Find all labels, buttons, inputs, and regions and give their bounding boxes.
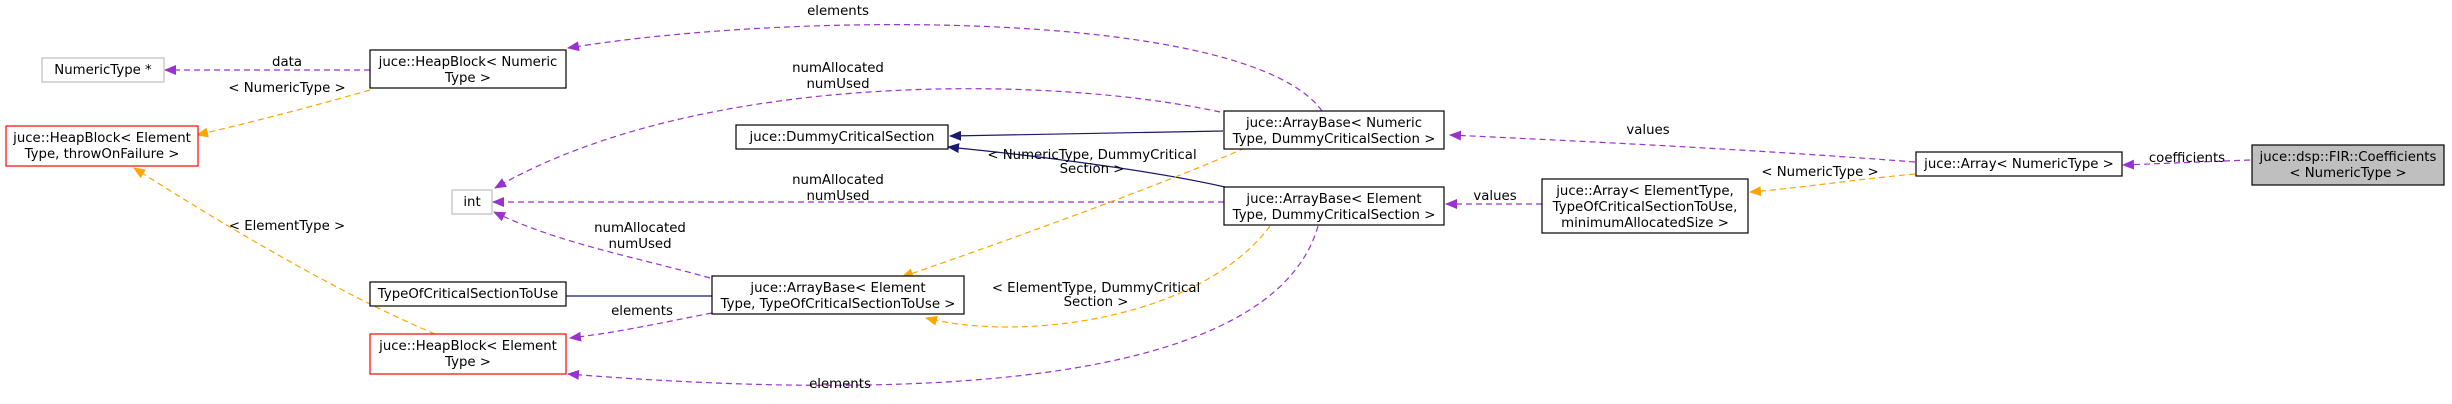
node-coefficients-class[interactable]: juce::dsp::FIR::Coefficients < NumericTy… bbox=[2251, 144, 2445, 186]
edge-num-allocated-low bbox=[493, 211, 711, 279]
node-array-element-line-1: juce::Array< ElementType, bbox=[1555, 184, 1734, 199]
node-array-element-line-3: minimumAllocatedSize > bbox=[1561, 216, 1729, 231]
node-heapblock-throw-line-1: juce::HeapBlock< Element bbox=[12, 131, 191, 146]
label-elements-bottom: elements bbox=[809, 377, 871, 392]
edge-element-type-template bbox=[133, 167, 436, 335]
label-num-allocated-low-line-1: numAllocated bbox=[594, 221, 686, 236]
edge-values-top bbox=[1449, 130, 1916, 163]
node-arraybase-numeric-line-2: Type, DummyCriticalSection > bbox=[1232, 132, 1436, 147]
edge-elements-top bbox=[567, 23, 1323, 112]
node-int-type-line-1: int bbox=[463, 195, 480, 210]
edge-elements-bottom bbox=[567, 225, 1319, 386]
node-array-numeric-line-1: juce::Array< NumericType > bbox=[1923, 157, 2114, 172]
node-array-element[interactable]: juce::Array< ElementType, TypeOfCritical… bbox=[1541, 178, 1749, 234]
label-numeric-type-template: < NumericType > bbox=[1761, 165, 1878, 180]
edge-numeric-type-heap bbox=[196, 89, 371, 138]
label-element-dummy-template-line-2: Section > bbox=[1064, 295, 1129, 310]
edge-dummy-inherit-mid bbox=[947, 143, 1226, 188]
node-heapblock-throw[interactable]: juce::HeapBlock< Element Type, throwOnFa… bbox=[5, 125, 199, 167]
label-numeric-dummy-template-line-1: < NumericType, DummyCritical bbox=[987, 148, 1196, 163]
node-tcs-type-line-1: TypeOfCriticalSectionToUse bbox=[377, 287, 558, 302]
node-arraybase-numeric-line-1: juce::ArrayBase< Numeric bbox=[1245, 116, 1422, 131]
node-coefficients-class-line-2: < NumericType > bbox=[2289, 166, 2406, 181]
label-element-type-template: < ElementType > bbox=[229, 219, 345, 234]
node-heapblock-element[interactable]: juce::HeapBlock< Element Type > bbox=[369, 333, 567, 375]
node-array-element-line-2: TypeOfCriticalSectionToUse, bbox=[1552, 200, 1738, 215]
node-coefficients-class-line-1: juce::dsp::FIR::Coefficients bbox=[2259, 150, 2437, 165]
edge-element-dummy-template bbox=[925, 225, 1271, 328]
node-arraybase-element-tcs[interactable]: juce::ArrayBase< Element Type, TypeOfCri… bbox=[711, 275, 965, 315]
node-numerictype-ptr-line-1: NumericType * bbox=[54, 63, 152, 78]
label-num-allocated-mid-line-1: numAllocated bbox=[792, 173, 884, 188]
node-heapblock-element-line-1: juce::HeapBlock< Element bbox=[378, 339, 557, 354]
node-array-numeric[interactable]: juce::Array< NumericType > bbox=[1915, 151, 2123, 177]
node-heapblock-throw-line-2: Type, throwOnFailure > bbox=[24, 147, 180, 162]
label-num-allocated-top-line-2: numUsed bbox=[806, 77, 869, 92]
node-dummy-critical-section-line-1: juce::DummyCriticalSection bbox=[749, 130, 935, 145]
node-heapblock-element-line-2: Type > bbox=[444, 355, 491, 370]
edge-coefficients bbox=[2122, 159, 2251, 170]
node-dummy-critical-section[interactable]: juce::DummyCriticalSection bbox=[735, 124, 949, 150]
node-numerictype-ptr[interactable]: NumericType * bbox=[41, 57, 165, 83]
node-tcs-type[interactable]: TypeOfCriticalSectionToUse bbox=[369, 281, 567, 307]
label-coefficients: coefficients bbox=[2149, 151, 2225, 166]
edge-numeric-type-template bbox=[1749, 173, 1916, 197]
node-heapblock-numeric-line-2: Type > bbox=[444, 71, 491, 86]
label-elements-top: elements bbox=[807, 4, 869, 19]
node-heapblock-numeric[interactable]: juce::HeapBlock< Numeric Type > bbox=[369, 49, 567, 89]
label-num-allocated-mid-line-2: numUsed bbox=[806, 189, 869, 204]
label-values-mid: values bbox=[1473, 189, 1516, 204]
node-arraybase-element-dummy[interactable]: juce::ArrayBase< Element Type, DummyCrit… bbox=[1223, 186, 1445, 226]
node-heapblock-numeric-line-1: juce::HeapBlock< Numeric bbox=[378, 55, 558, 70]
node-arraybase-element-tcs-line-1: juce::ArrayBase< Element bbox=[749, 281, 925, 296]
node-arraybase-numeric[interactable]: juce::ArrayBase< Numeric Type, DummyCrit… bbox=[1223, 110, 1445, 150]
label-values-top: values bbox=[1626, 123, 1669, 138]
label-num-allocated-low-line-2: numUsed bbox=[608, 237, 671, 252]
node-arraybase-element-dummy-line-1: juce::ArrayBase< Element bbox=[1245, 192, 1421, 207]
node-int-type[interactable]: int bbox=[451, 189, 493, 215]
label-num-allocated-top-line-1: numAllocated bbox=[792, 61, 884, 76]
edge-numeric-dummy-template bbox=[901, 147, 1246, 279]
label-numeric-type-heap: < NumericType > bbox=[228, 81, 345, 96]
label-numeric-dummy-template-line-2: Section > bbox=[1060, 162, 1125, 177]
edge-elements-low bbox=[569, 312, 713, 342]
node-arraybase-element-dummy-line-2: Type, DummyCriticalSection > bbox=[1232, 208, 1436, 223]
label-element-dummy-template-line-1: < ElementType, DummyCritical bbox=[992, 281, 1200, 296]
label-data: data bbox=[272, 55, 302, 70]
label-elements-low: elements bbox=[611, 304, 673, 319]
edge-dummy-inherit-top bbox=[949, 130, 1224, 141]
node-arraybase-element-tcs-line-2: Type, TypeOfCriticalSectionToUse > bbox=[720, 297, 956, 312]
edge-num-allocated-top bbox=[494, 88, 1221, 189]
